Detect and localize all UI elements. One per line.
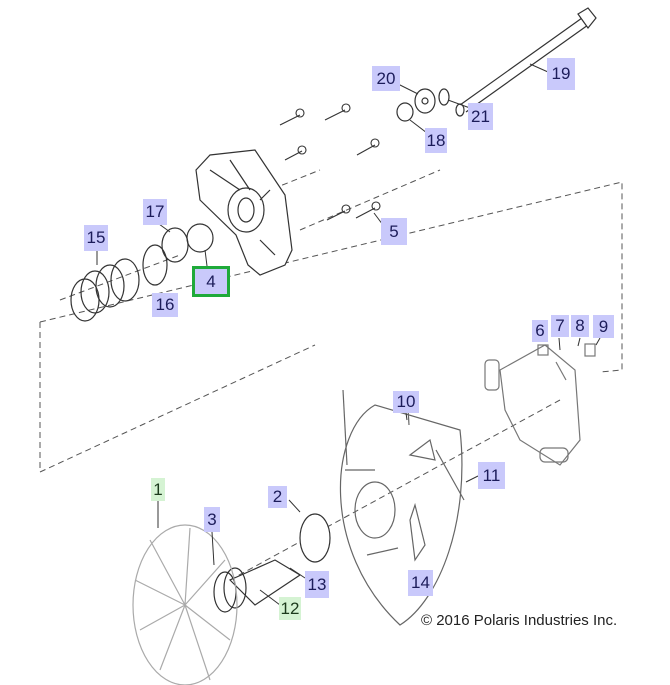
- cover-housing: [195, 149, 293, 276]
- ring-17: [161, 227, 189, 263]
- bushing-2: [299, 513, 331, 563]
- callout-6[interactable]: 6: [532, 320, 548, 342]
- callout-13[interactable]: 13: [305, 571, 329, 598]
- dashed-assembly-outline: [39, 169, 623, 581]
- callout-19[interactable]: 19: [547, 58, 575, 90]
- callout-12[interactable]: 12: [279, 597, 301, 620]
- callout-2[interactable]: 2: [268, 486, 287, 508]
- washer-20: [414, 88, 436, 114]
- callout-5[interactable]: 5: [381, 218, 407, 245]
- callout-7[interactable]: 7: [551, 315, 569, 337]
- moveable-sheave: [339, 389, 465, 626]
- spring-15: [70, 258, 140, 322]
- callout-17[interactable]: 17: [143, 199, 167, 225]
- bolts-5: [279, 103, 381, 221]
- bushing-4: [186, 223, 214, 253]
- callout-8[interactable]: 8: [571, 315, 589, 337]
- callout-16[interactable]: 16: [152, 293, 178, 317]
- spider-assembly: [484, 343, 596, 466]
- bushing-18: [396, 102, 414, 122]
- callout-11[interactable]: 11: [478, 462, 505, 489]
- callout-14[interactable]: 14: [408, 570, 433, 596]
- callout-1[interactable]: 1: [151, 478, 165, 501]
- callout-21[interactable]: 21: [468, 103, 493, 130]
- callout-3[interactable]: 3: [204, 507, 220, 532]
- bolt-19: [455, 7, 597, 117]
- washer-21: [438, 88, 450, 106]
- leader-lines: [96, 81, 601, 606]
- callout-9[interactable]: 9: [593, 315, 614, 338]
- callout-4-selected[interactable]: 4: [192, 266, 230, 297]
- ring-16: [142, 244, 168, 286]
- copyright-text: © 2016 Polaris Industries Inc.: [421, 612, 618, 629]
- callout-20[interactable]: 20: [372, 66, 400, 91]
- callout-18[interactable]: 18: [425, 128, 447, 153]
- callout-15[interactable]: 15: [84, 225, 108, 251]
- callout-10[interactable]: 10: [393, 391, 419, 413]
- fixed-sheave: [132, 524, 238, 685]
